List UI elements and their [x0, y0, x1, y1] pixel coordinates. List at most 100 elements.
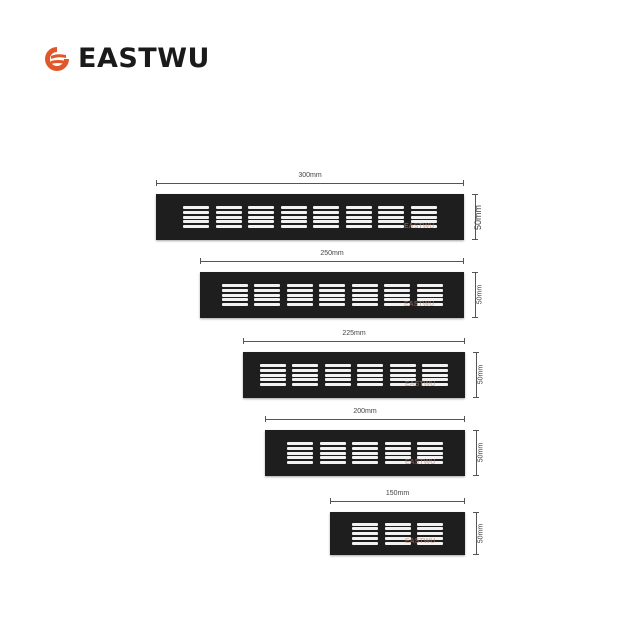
height-dimension-label: 50mm: [477, 523, 485, 543]
vent-slot: [417, 527, 443, 531]
vent-slot: [280, 220, 307, 224]
vent-slot: [313, 225, 340, 228]
vent-slot: [378, 225, 405, 228]
vent-slot: [345, 225, 372, 228]
vent-slot: [417, 456, 443, 460]
vent-slot: [352, 532, 378, 535]
vent-slot: [384, 541, 411, 545]
vent-slot: [422, 373, 449, 377]
vent-slot: [324, 364, 351, 367]
vent-slot: [389, 368, 416, 372]
vent-slot: [351, 303, 378, 306]
vent-slot: [384, 284, 410, 287]
vent-slot-group: [286, 284, 313, 306]
vent-slot-group: [389, 364, 416, 386]
height-dimension-line: [472, 194, 478, 240]
vent-slot: [221, 303, 248, 306]
vent-slot-group: [384, 284, 410, 306]
vent-slot-group: [324, 364, 351, 386]
vent-slot: [259, 378, 286, 382]
vent-slot: [357, 383, 384, 386]
vent-slot-group: [384, 522, 411, 545]
vent-slot: [324, 383, 351, 386]
width-dimension-line: [156, 180, 464, 186]
vent-slot-group: [352, 522, 378, 545]
width-dimension-label: 300mm: [298, 172, 322, 179]
vent-slot: [384, 298, 410, 302]
vent-slot: [324, 368, 351, 372]
width-dimension-label: 150mm: [385, 490, 410, 497]
height-dimension-line: [473, 430, 479, 476]
vent-slot: [416, 284, 443, 287]
vent-slot: [313, 220, 340, 224]
vent-slot: [313, 206, 340, 209]
vent-slot: [324, 373, 351, 377]
vent-slot: [286, 298, 313, 302]
vent-slot: [417, 541, 443, 545]
vent-slot-group: [417, 522, 443, 545]
vent-slot: [254, 284, 280, 287]
vent-slot: [221, 288, 248, 292]
vent-slot: [384, 442, 411, 445]
vent-slot-group: [357, 364, 384, 386]
vent-slot: [357, 368, 384, 372]
vent-slot: [417, 522, 443, 526]
vent-slot: [254, 303, 280, 306]
vent-slot: [422, 368, 449, 372]
vent-slot: [410, 206, 437, 209]
vent-slot: [248, 220, 275, 224]
vent-slot-group: [352, 442, 378, 464]
vent-slot: [352, 442, 378, 445]
vent-slot: [287, 446, 313, 450]
vent-slot: [319, 288, 345, 292]
vent-slot-group: [410, 206, 437, 228]
vent-slot: [319, 303, 345, 306]
vent-slot: [280, 206, 307, 209]
watermark-text: EASTWU: [405, 538, 436, 545]
width-dimension-label: 250mm: [320, 250, 344, 257]
vent-slot: [313, 210, 340, 214]
vent-slot: [352, 536, 378, 540]
vent-slot-group: [259, 364, 286, 386]
vent-slot: [345, 220, 372, 224]
vent-slot: [410, 220, 437, 224]
vent-slot: [324, 378, 351, 382]
vent-slot: [292, 378, 319, 382]
vent-slot: [422, 364, 449, 367]
vent-slot: [384, 461, 411, 464]
vent-slot: [286, 284, 313, 287]
vent-slot: [345, 206, 372, 209]
vent-slot: [384, 527, 411, 531]
height-dimension-line: [473, 352, 479, 398]
vent-slot-group: [417, 442, 443, 464]
vent-slot: [417, 532, 443, 535]
vent-slot-group: [351, 284, 378, 306]
vent-grille-plate: EASTWU: [156, 194, 464, 240]
vent-slot: [215, 225, 242, 228]
vent-slot-group: [319, 284, 345, 306]
vent-slot: [254, 293, 280, 297]
vent-slot: [389, 378, 416, 382]
vent-slot-group: [248, 206, 275, 228]
height-dimension-label: 50mm: [477, 442, 485, 463]
vent-slot: [417, 442, 443, 445]
vent-slot: [319, 456, 346, 460]
vent-slot: [417, 451, 443, 455]
vent-slot: [416, 303, 443, 306]
vent-slot: [215, 220, 242, 224]
vent-slot: [384, 532, 411, 535]
height-dimension-line: [473, 512, 479, 555]
width-dimension-line: [265, 416, 465, 422]
vent-slot: [319, 446, 346, 450]
vent-slot: [259, 373, 286, 377]
vent-slot: [417, 536, 443, 540]
vent-slot: [389, 364, 416, 367]
vent-slot: [287, 461, 313, 464]
vent-slot: [389, 373, 416, 377]
vent-slot: [351, 293, 378, 297]
eastwu-logo-icon: [45, 47, 69, 71]
vent-grille-plate: EASTWU: [200, 272, 464, 318]
vent-slot: [286, 288, 313, 292]
vent-slot: [410, 225, 437, 228]
vent-slot: [384, 288, 410, 292]
